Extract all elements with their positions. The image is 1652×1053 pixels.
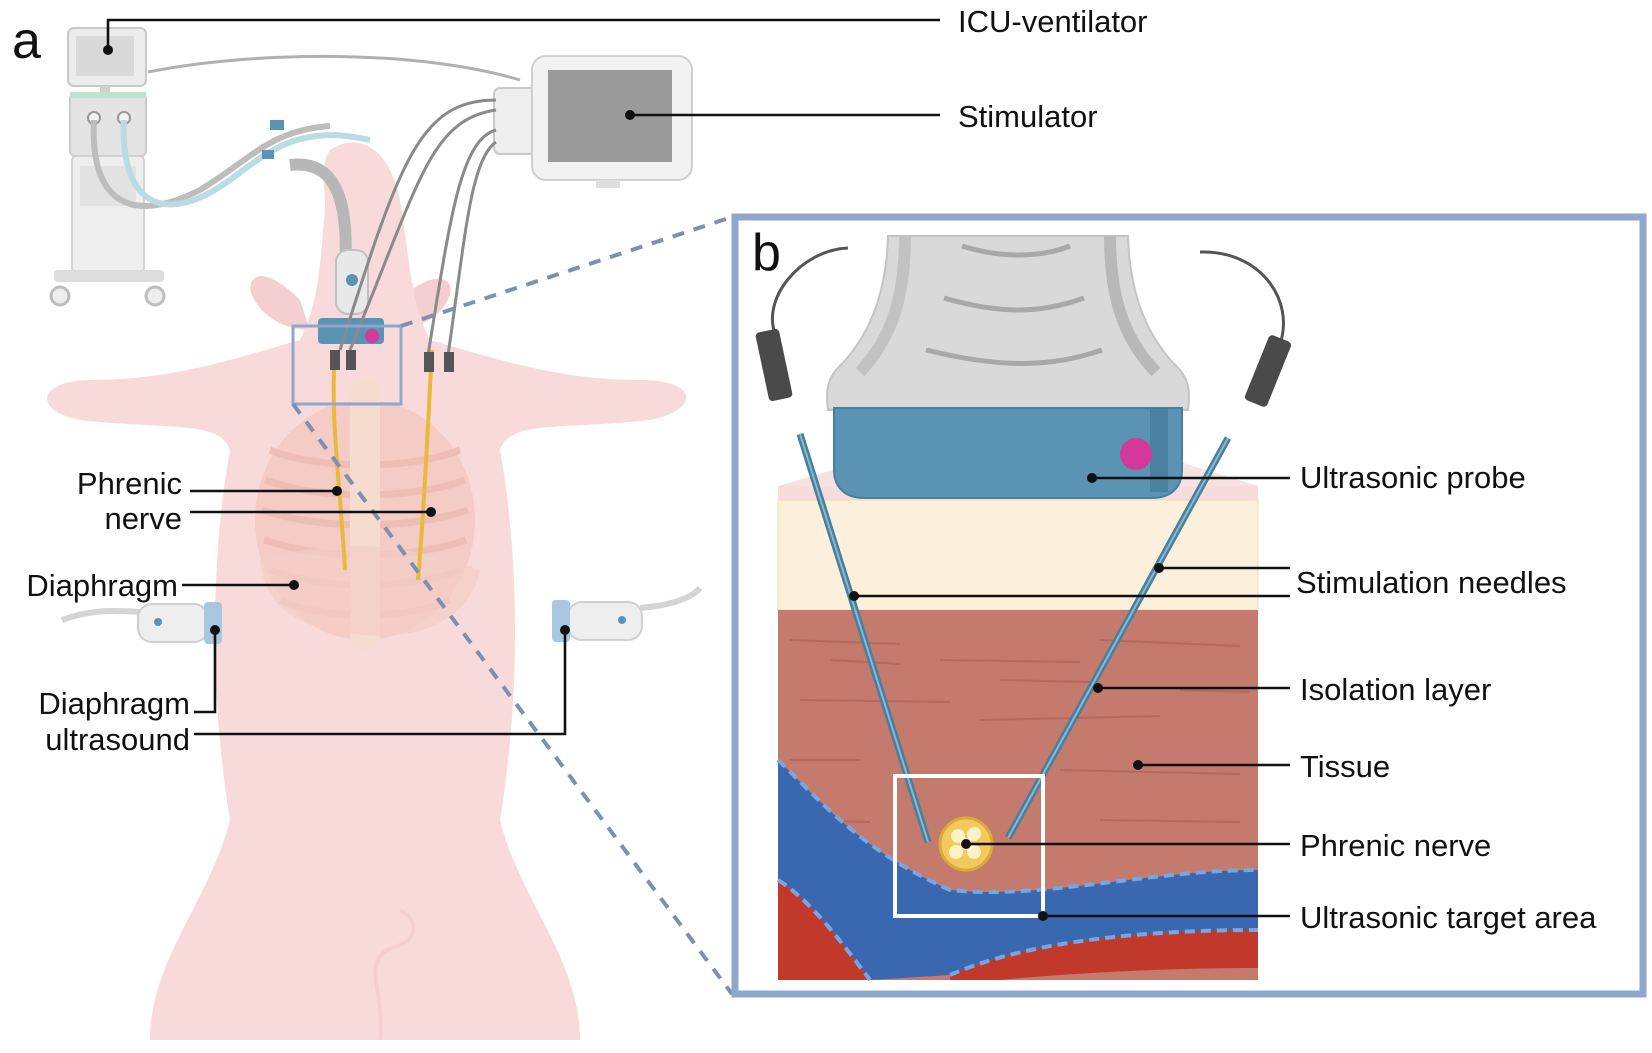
zoom-line-top (400, 215, 733, 328)
label-diaphragm-ultrasound-line2: ultrasound (45, 722, 190, 757)
right-diaphragm-probe (552, 585, 703, 642)
panel-b: b (731, 213, 1647, 998)
ultrasonic-target-box (893, 774, 1045, 918)
pig-illustration (47, 142, 687, 1041)
label-ultrasonic-target-area: Ultrasonic target area (1300, 900, 1597, 935)
panel-a-leaders (103, 18, 940, 736)
panel-a: a (12, 4, 1148, 1041)
label-stimulator: Stimulator (958, 99, 1098, 134)
tissue-layers (776, 462, 1259, 982)
ultrasonic-probe-illustration (826, 235, 1190, 499)
stimulator-illustration (493, 55, 693, 188)
left-diaphragm-probe (60, 602, 222, 644)
label-phrenic-nerve-b: Phrenic nerve (1300, 828, 1491, 863)
label-diaphragm: Diaphragm (26, 568, 178, 603)
label-ultrasonic-probe: Ultrasonic probe (1300, 460, 1526, 495)
label-tissue: Tissue (1300, 749, 1390, 784)
icu-ventilator-illustration (49, 27, 166, 307)
label-icu-ventilator: ICU-ventilator (958, 4, 1148, 39)
panel-a-letter: a (12, 12, 41, 70)
target-box-a (291, 324, 403, 406)
label-phrenic-nerve-a-line1: Phrenic (77, 466, 182, 501)
panel-b-letter: b (752, 224, 781, 282)
label-isolation-layer: Isolation layer (1300, 672, 1491, 707)
label-stimulation-needles: Stimulation needles (1296, 565, 1567, 600)
panel-b-leaders (849, 473, 1290, 921)
label-diaphragm-ultrasound-line1: Diaphragm (38, 686, 190, 721)
label-phrenic-nerve-a-line2: nerve (104, 501, 182, 536)
